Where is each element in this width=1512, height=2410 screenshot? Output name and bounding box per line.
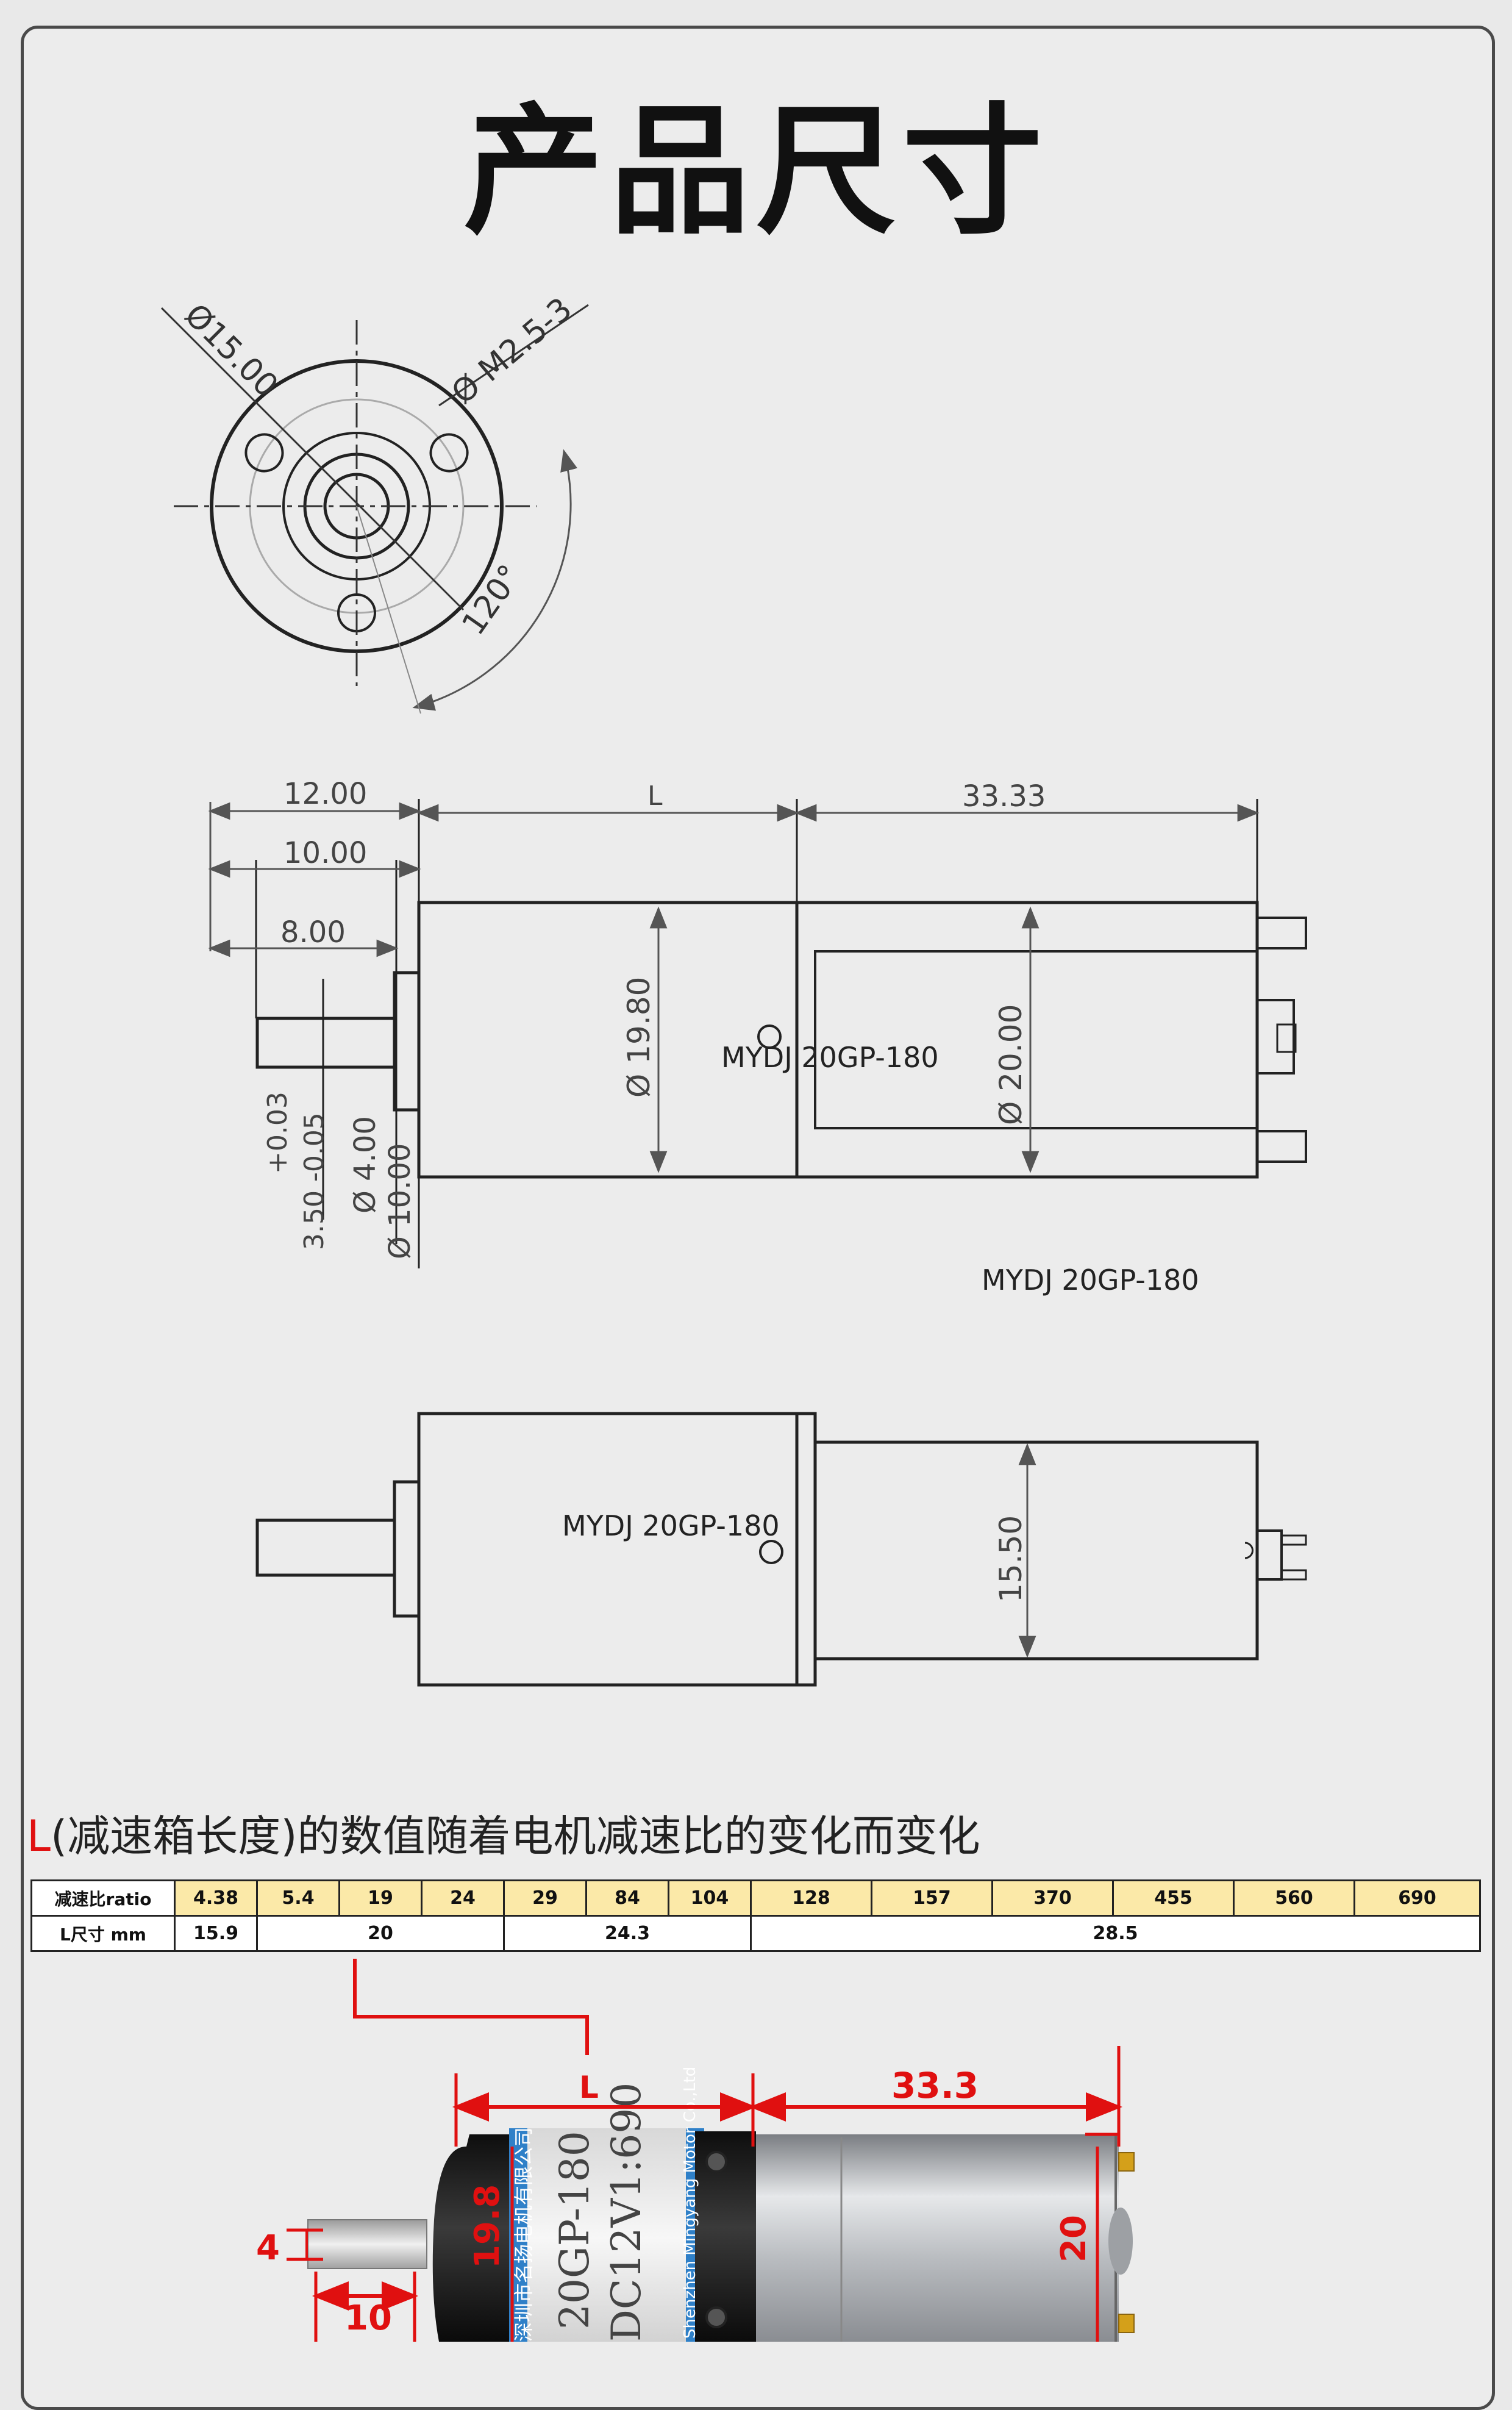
side-model-caption: MYDJ 20GP-180 — [982, 1264, 1199, 1296]
ratio-cell: 560 — [1233, 1879, 1355, 1917]
length-header: L尺寸 mm — [30, 1915, 176, 1952]
dim-L: L — [647, 781, 663, 812]
dim-shaft: 3.50 -0.05 — [299, 1112, 330, 1250]
photo-dimension-lines — [287, 1959, 1122, 2342]
side-model-label: MYDJ 20GP-180 — [721, 1041, 939, 1074]
dim-12: 12.00 — [284, 777, 367, 811]
photo-label-spec: DC12V1:690 — [603, 2083, 650, 2342]
top-view — [255, 1412, 1307, 1687]
ratio-cell: 84 — [585, 1879, 669, 1917]
ratio-cell: 5.4 — [256, 1879, 340, 1917]
photo-label-model: 20GP-180 — [551, 2131, 598, 2330]
length-cell: 24.3 — [503, 1915, 752, 1952]
top-model-label: MYDJ 20GP-180 — [562, 1509, 780, 1542]
dim-15-5: 15.50 — [993, 1515, 1029, 1603]
page-frame — [21, 26, 1495, 2410]
dim-33: 33.33 — [962, 779, 1046, 813]
ratio-header: 减速比ratio — [30, 1879, 176, 1917]
page-title: 产品尺寸 — [463, 91, 1049, 254]
ratio-cell: 455 — [1112, 1879, 1235, 1917]
photo-dim-L: L — [579, 2070, 599, 2105]
length-cell: 28.5 — [750, 1915, 1481, 1952]
ratio-cell: 690 — [1353, 1879, 1481, 1917]
front-view — [160, 304, 589, 714]
dim-19-8: Ø 19.80 — [621, 977, 657, 1098]
dim-4: Ø 4.00 — [348, 1116, 382, 1214]
photo-dim-4: 4 — [256, 2228, 280, 2268]
dim-tolerance: +0.03 — [262, 1092, 293, 1174]
side-dimension-lines — [208, 802, 1260, 1173]
technical-drawing: Ø15.00 Ø M2.5-3 120° 12.00 10.00 8.00 L … — [160, 291, 1307, 2342]
ratio-cell: 19 — [338, 1879, 423, 1917]
ratio-cell: 4.38 — [174, 1879, 258, 1917]
dim-10-dia: Ø 10.00 — [383, 1143, 417, 1259]
ratio-cell: 370 — [991, 1879, 1114, 1917]
length-note: L(减速箱长度)的数值随着电机减速比的变化而变化 — [27, 1802, 980, 1864]
front-hole-label: Ø M2.5-3 — [445, 291, 579, 412]
ratio-cell: 157 — [871, 1879, 993, 1917]
dim-10: 10.00 — [284, 836, 367, 870]
dim-20: Ø 20.00 — [993, 1004, 1029, 1125]
photo-dim-20: 20 — [1054, 2215, 1094, 2262]
length-cell: 20 — [256, 1915, 505, 1952]
motor-photo — [307, 2128, 1135, 2342]
photo-dim-33: 33.3 — [891, 2065, 979, 2106]
photo-dim-19-8: 19.8 — [468, 2184, 507, 2269]
ratio-cell: 104 — [668, 1879, 752, 1917]
length-cell: 15.9 — [174, 1915, 258, 1952]
front-diameter-label: Ø15.00 — [177, 297, 285, 405]
photo-label-company: 深圳市名扬电机有限公司 — [512, 2127, 535, 2342]
dim-8: 8.00 — [280, 915, 346, 949]
ratio-cell: 24 — [421, 1879, 505, 1917]
ratio-cell: 128 — [750, 1879, 872, 1917]
photo-dim-10: 10 — [344, 2298, 392, 2338]
note-letter: L — [27, 1811, 51, 1861]
note-text: (减速箱长度)的数值随着电机减速比的变化而变化 — [51, 1811, 980, 1861]
ratio-cell: 29 — [503, 1879, 587, 1917]
